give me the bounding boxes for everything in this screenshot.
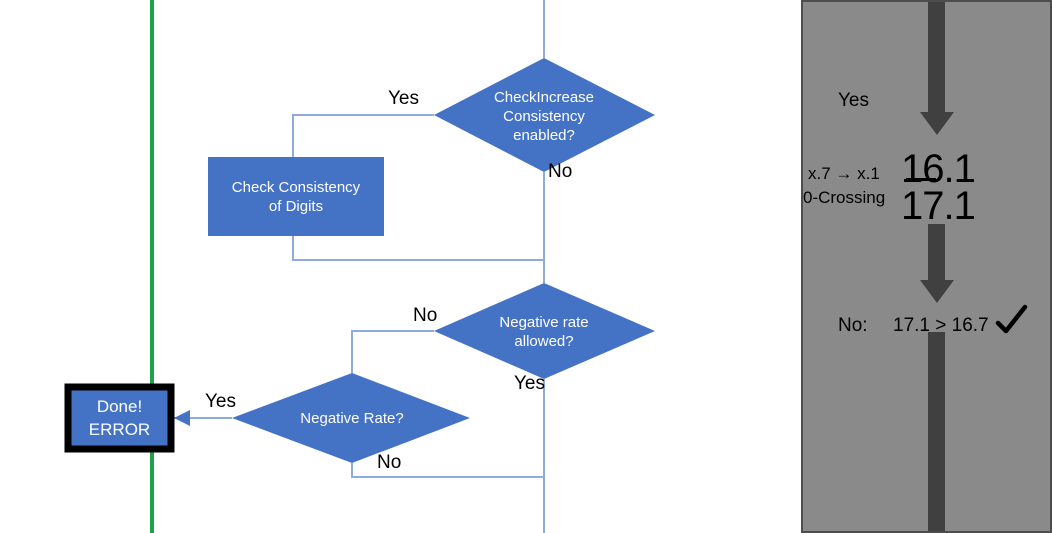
shape-check-increase-consistency[interactable] — [434, 58, 655, 172]
shape-check-consistency-of-digits[interactable] — [208, 157, 384, 236]
panel-value-before-strikethrough — [906, 178, 936, 181]
branch-label-consistency-yes: Yes — [388, 88, 419, 109]
connector-negrate-no — [351, 463, 544, 478]
panel-comparison: 17.1 > 16.7 — [893, 315, 989, 336]
branch-label-negrate-yes: Yes — [205, 391, 236, 412]
panel-crossing-label: 0-Crossing — [803, 188, 886, 207]
panel-no-label: No: — [838, 315, 868, 336]
panel-arrow-upper-head — [920, 112, 954, 135]
shape-negative-rate[interactable] — [232, 373, 470, 463]
panel-rounding-label: x.7 → x.1 — [808, 164, 880, 183]
shape-negative-rate-allowed[interactable] — [434, 283, 655, 379]
panel-value-before: 16.1 — [901, 147, 976, 191]
branch-label-negallowed-yes: Yes — [514, 373, 545, 394]
panel-value-after: 17.1 — [901, 184, 976, 228]
check-mark-icon — [995, 304, 1028, 334]
panel-arrow-lower-shaft — [928, 332, 945, 531]
detail-panel: Yes x.7 → x.1 0-Crossing 16.1 17.1 No: 1… — [801, 0, 1052, 533]
panel-arrow-upper-shaft — [928, 2, 945, 116]
branch-label-negrate-no: No — [377, 452, 402, 473]
panel-yes-label: Yes — [838, 90, 869, 111]
panel-arrow-middle-shaft — [928, 224, 945, 284]
connector-consistency-return — [292, 236, 544, 261]
connector-negallowed-no — [351, 330, 434, 373]
branch-label-negallowed-no: No — [413, 305, 438, 326]
branch-label-consistency-no: No — [548, 161, 573, 182]
connector-consistency-yes — [292, 114, 434, 157]
panel-arrow-middle-head — [920, 280, 954, 303]
panel-arrow-layer — [920, 2, 954, 531]
connector-arrowhead-error — [174, 410, 190, 426]
shape-done-error[interactable] — [64, 383, 175, 453]
